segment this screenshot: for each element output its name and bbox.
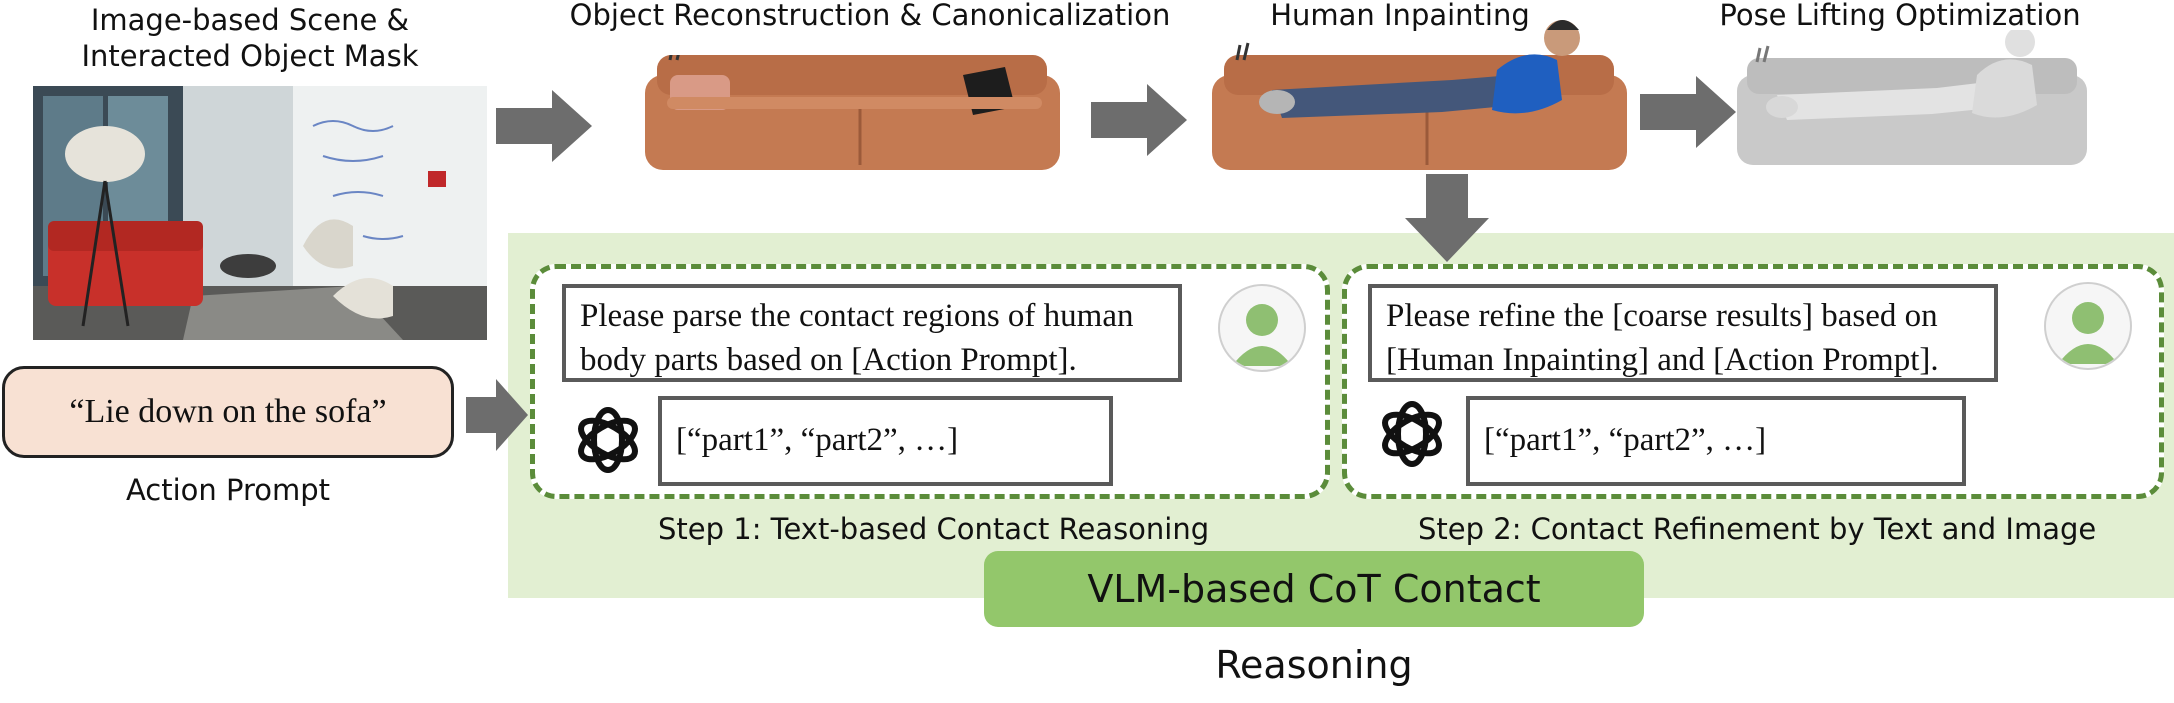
user-avatar-icon — [2044, 282, 2132, 370]
right-arrow-icon — [1640, 76, 1736, 148]
step1-query-line2: body parts based on [Action Prompt]. — [580, 342, 1077, 378]
step2-query-line1: Please refine the [coarse results] based… — [1386, 298, 1938, 334]
down-arrow-icon — [1405, 174, 1489, 262]
step1-query-box: Please parse the contact regions of huma… — [562, 284, 1182, 382]
step2-query-box: Please refine the [coarse results] based… — [1368, 284, 1998, 382]
human-inpainting-image — [1212, 20, 1627, 170]
pose-lifting-title: Pose Lifting Optimization — [1719, 0, 2081, 32]
openai-logo-icon — [566, 398, 650, 482]
step1-query-line1: Please parse the contact regions of huma… — [580, 298, 1134, 334]
user-avatar-icon — [1218, 284, 1306, 372]
scene-title-line2: Interacted Object Mask — [81, 39, 419, 73]
step1-reply-box: [“part1”, “part2”, …] — [658, 396, 1113, 486]
action-prompt-box: “Lie down on the sofa” — [2, 366, 454, 458]
reconstructed-sofa-image — [645, 42, 1060, 170]
human-inpainting-title: Human Inpainting — [1270, 0, 1530, 32]
step2-reply-box: [“part1”, “part2”, …] — [1466, 396, 1966, 486]
action-prompt-label: Action Prompt — [125, 473, 331, 507]
scene-image — [33, 86, 487, 340]
right-arrow-icon — [466, 379, 528, 451]
scene-title-line1: Image-based Scene & — [90, 3, 410, 37]
right-arrow-icon — [496, 90, 592, 162]
pose-lifted-mesh-image — [1737, 27, 2087, 165]
step2-query-line2: [Human Inpainting] and [Action Prompt]. — [1386, 342, 1939, 378]
step1-caption: Step 1: Text-based Contact Reasoning — [658, 512, 1210, 546]
object-reconstruction-title: Object Reconstruction & Canonicalization — [569, 0, 1171, 32]
scene-title: Image-based Scene & Interacted Object Ma… — [20, 2, 480, 74]
step2-caption: Step 2: Contact Refinement by Text and I… — [1418, 512, 2097, 546]
openai-logo-icon — [1370, 392, 1454, 476]
vlm-title: VLM-based CoT Contact Reasoning — [984, 551, 1644, 687]
right-arrow-icon — [1091, 84, 1187, 156]
